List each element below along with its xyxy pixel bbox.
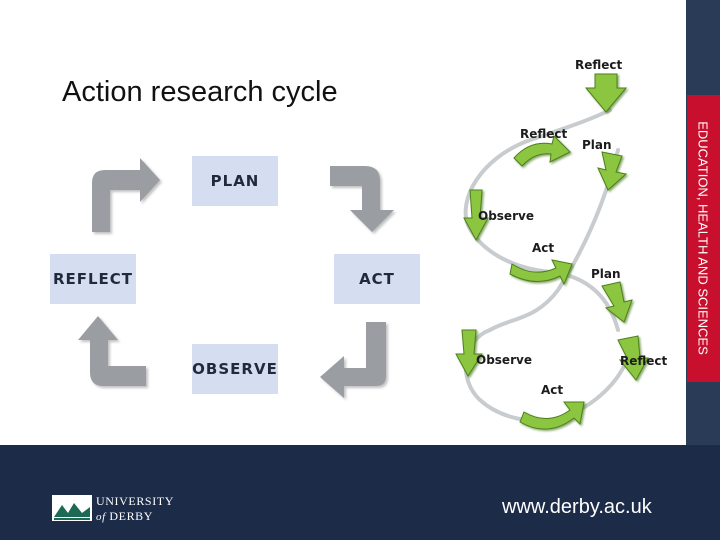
spiral-arrow-act-2	[519, 401, 585, 430]
spiral-label-observe-2: Observe	[476, 353, 532, 367]
spiral-label-reflect-1: Reflect	[520, 127, 568, 141]
act-box: ACT	[334, 254, 420, 304]
logo-derby-line: of DERBY	[96, 509, 153, 524]
spiral-arrow-observe-2	[455, 329, 483, 377]
logo-of-text: of	[96, 511, 106, 523]
action-research-spiral: Reflect Reflect Plan Observe Act Plan Ob…	[455, 58, 668, 430]
logo-derby-text: DERBY	[109, 509, 154, 523]
arrow-observe-to-reflect	[78, 316, 146, 386]
spiral-arrow-plan-1	[597, 151, 628, 191]
spiral-arrow-reflect-2	[617, 335, 649, 381]
plan-box: PLAN	[192, 156, 278, 206]
spiral-arrow-observe-1	[463, 189, 489, 242]
spiral-label-plan-1: Plan	[582, 138, 612, 152]
slide-title: Action research cycle	[62, 76, 338, 108]
reflect-box: REFLECT	[50, 254, 136, 304]
spiral-track-cross	[488, 148, 620, 332]
spiral-arrow-act-1	[509, 259, 573, 286]
spiral-label-act-1: Act	[532, 241, 554, 255]
cycle-arrows	[78, 158, 394, 398]
footer-url[interactable]: www.derby.ac.uk	[502, 496, 652, 518]
logo-mark-icon	[52, 495, 92, 521]
arrow-reflect-to-plan	[92, 158, 160, 232]
university-logo: UNIVERSITY of DERBY	[52, 491, 192, 527]
spiral-label-plan-2: Plan	[591, 267, 621, 281]
spiral-label-reflect-2: Reflect	[620, 354, 668, 368]
footer-bar: UNIVERSITY of DERBY www.derby.ac.uk	[0, 445, 720, 540]
spiral-track-lower	[463, 328, 628, 423]
spiral-arrow-plan-2	[601, 281, 633, 323]
faculty-label: EDUCATION, HEALTH AND SCIENCES	[695, 121, 711, 355]
spiral-label-observe-1: Observe	[478, 209, 534, 223]
spiral-arrow-reflect-1	[513, 135, 571, 167]
arrow-act-to-observe	[320, 322, 386, 398]
observe-box: OBSERVE	[192, 344, 278, 394]
spiral-label-reflect-top: Reflect	[575, 58, 623, 72]
faculty-tab	[687, 95, 720, 382]
spiral-arrow-reflect-top	[584, 73, 628, 113]
logo-university-text: UNIVERSITY	[96, 494, 174, 508]
arrow-plan-to-act	[330, 166, 394, 232]
spiral-label-act-2: Act	[541, 383, 563, 397]
